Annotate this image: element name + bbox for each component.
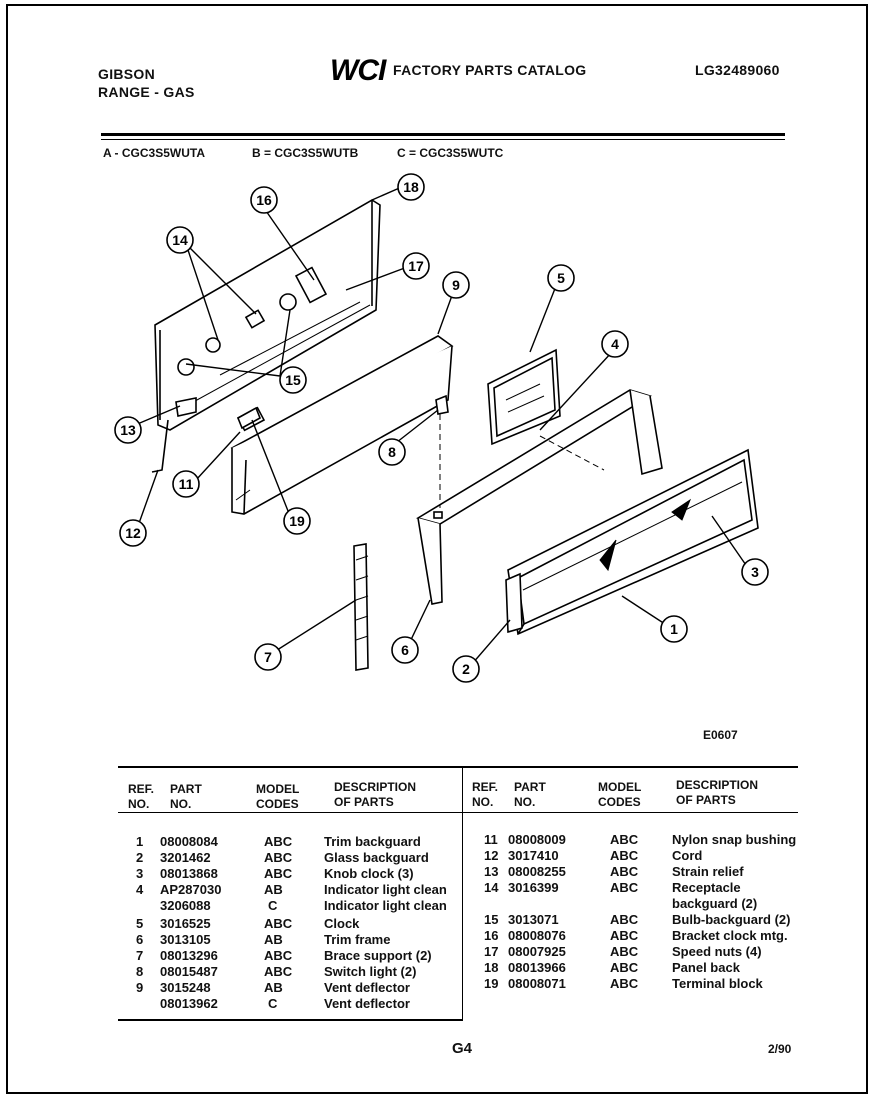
vent-deflector-part [230,335,454,515]
callout-2: 2 [452,655,480,683]
table-center-divider [462,768,463,1020]
clock-part [487,348,561,446]
svg-text:9: 9 [452,277,460,293]
print-date: 2/90 [768,1042,792,1056]
callout-1: 1 [660,615,688,643]
glass-backguard-part [505,572,523,634]
svg-text:16: 16 [256,192,272,208]
strain-relief-part [175,397,197,417]
svg-text:5: 5 [557,270,565,286]
callout-4: 4 [601,330,629,358]
callout-group: 5 4 9 8 11 19 12 13 14 15 16 18 17 7 6 2… [114,173,769,683]
callout-19: 19 [283,507,311,535]
right-header-ref: REF.NO. [472,780,499,809]
callout-7: 7 [254,643,282,671]
figure-code: E0607 [703,728,738,742]
table-top-rule [118,766,798,768]
panel-back-part [154,199,381,431]
callout-5: 5 [547,264,575,292]
svg-text:3: 3 [751,564,759,580]
page-frame [6,4,868,1094]
brace-support-part [353,543,369,671]
svg-text:8: 8 [388,444,396,460]
trim-frame-part [415,389,663,605]
product-name: RANGE - GAS [98,84,195,100]
callout-9: 9 [442,271,470,299]
model-b: B = CGC3S5WUTB [252,146,359,160]
cord-part [151,419,169,473]
svg-text:18: 18 [403,179,419,195]
callout-3: 3 [741,558,769,586]
svg-text:13: 13 [120,422,136,438]
catalog-number: LG32489060 [695,62,780,78]
callout-13: 13 [114,416,142,444]
callout-11: 11 [172,470,200,498]
model-c: C = CGC3S5WUTC [397,146,504,160]
trim-backguard-part [507,448,759,636]
svg-text:12: 12 [125,525,141,541]
callout-6: 6 [391,636,419,664]
page-code: G4 [452,1040,473,1057]
callout-18: 18 [397,173,425,201]
wci-logo: WCI [328,54,390,87]
terminal-block-part [236,406,262,430]
svg-text:15: 15 [285,372,301,388]
svg-text:14: 14 [172,232,188,248]
callout-12: 12 [119,519,147,547]
model-a: A - CGC3S5WUTA [103,146,205,160]
callout-16: 16 [250,186,278,214]
brand-name: GIBSON [98,66,156,82]
callout-14: 14 [166,226,194,254]
header-rule-thick [101,133,785,136]
svg-text:11: 11 [179,476,194,492]
header-rule-thin [101,139,785,140]
logo-text: WCI [330,54,387,84]
table-header-rule [118,812,798,813]
left-header-ref: REF.NO. [128,782,155,811]
callout-17: 17 [402,252,430,280]
svg-text:6: 6 [401,642,409,658]
svg-text:2: 2 [462,661,470,677]
svg-text:19: 19 [289,513,305,529]
svg-text:1: 1 [670,621,678,637]
callout-8: 8 [378,438,406,466]
table-bottom-rule [118,1019,463,1021]
svg-text:7: 7 [264,649,272,665]
catalog-title: FACTORY PARTS CATALOG [393,62,587,78]
callout-15: 15 [279,366,307,394]
svg-text:17: 17 [408,258,424,274]
svg-text:4: 4 [611,336,619,352]
switch-light-part [435,394,449,415]
